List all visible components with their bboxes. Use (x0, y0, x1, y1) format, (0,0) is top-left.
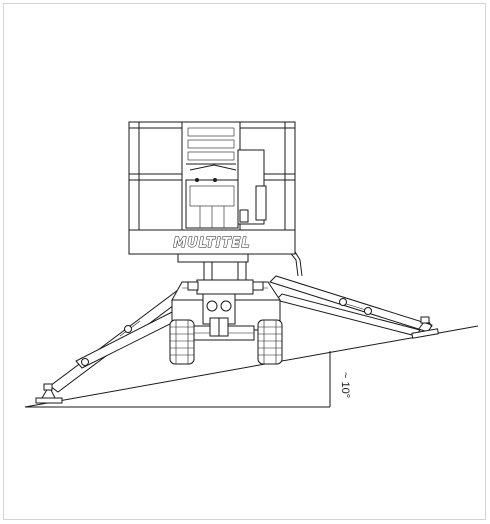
right-outriggers (269, 275, 439, 339)
left-outriggers (35, 289, 187, 404)
right-track (257, 319, 283, 365)
left-track (169, 319, 195, 365)
brand-logo-text: MULTITEL (173, 236, 250, 251)
slope-ground (24, 325, 479, 408)
boom-mast (187, 261, 264, 337)
basket-base-rail: MULTITEL (128, 229, 296, 263)
slope-angle-label: ~ 10° (339, 372, 351, 398)
